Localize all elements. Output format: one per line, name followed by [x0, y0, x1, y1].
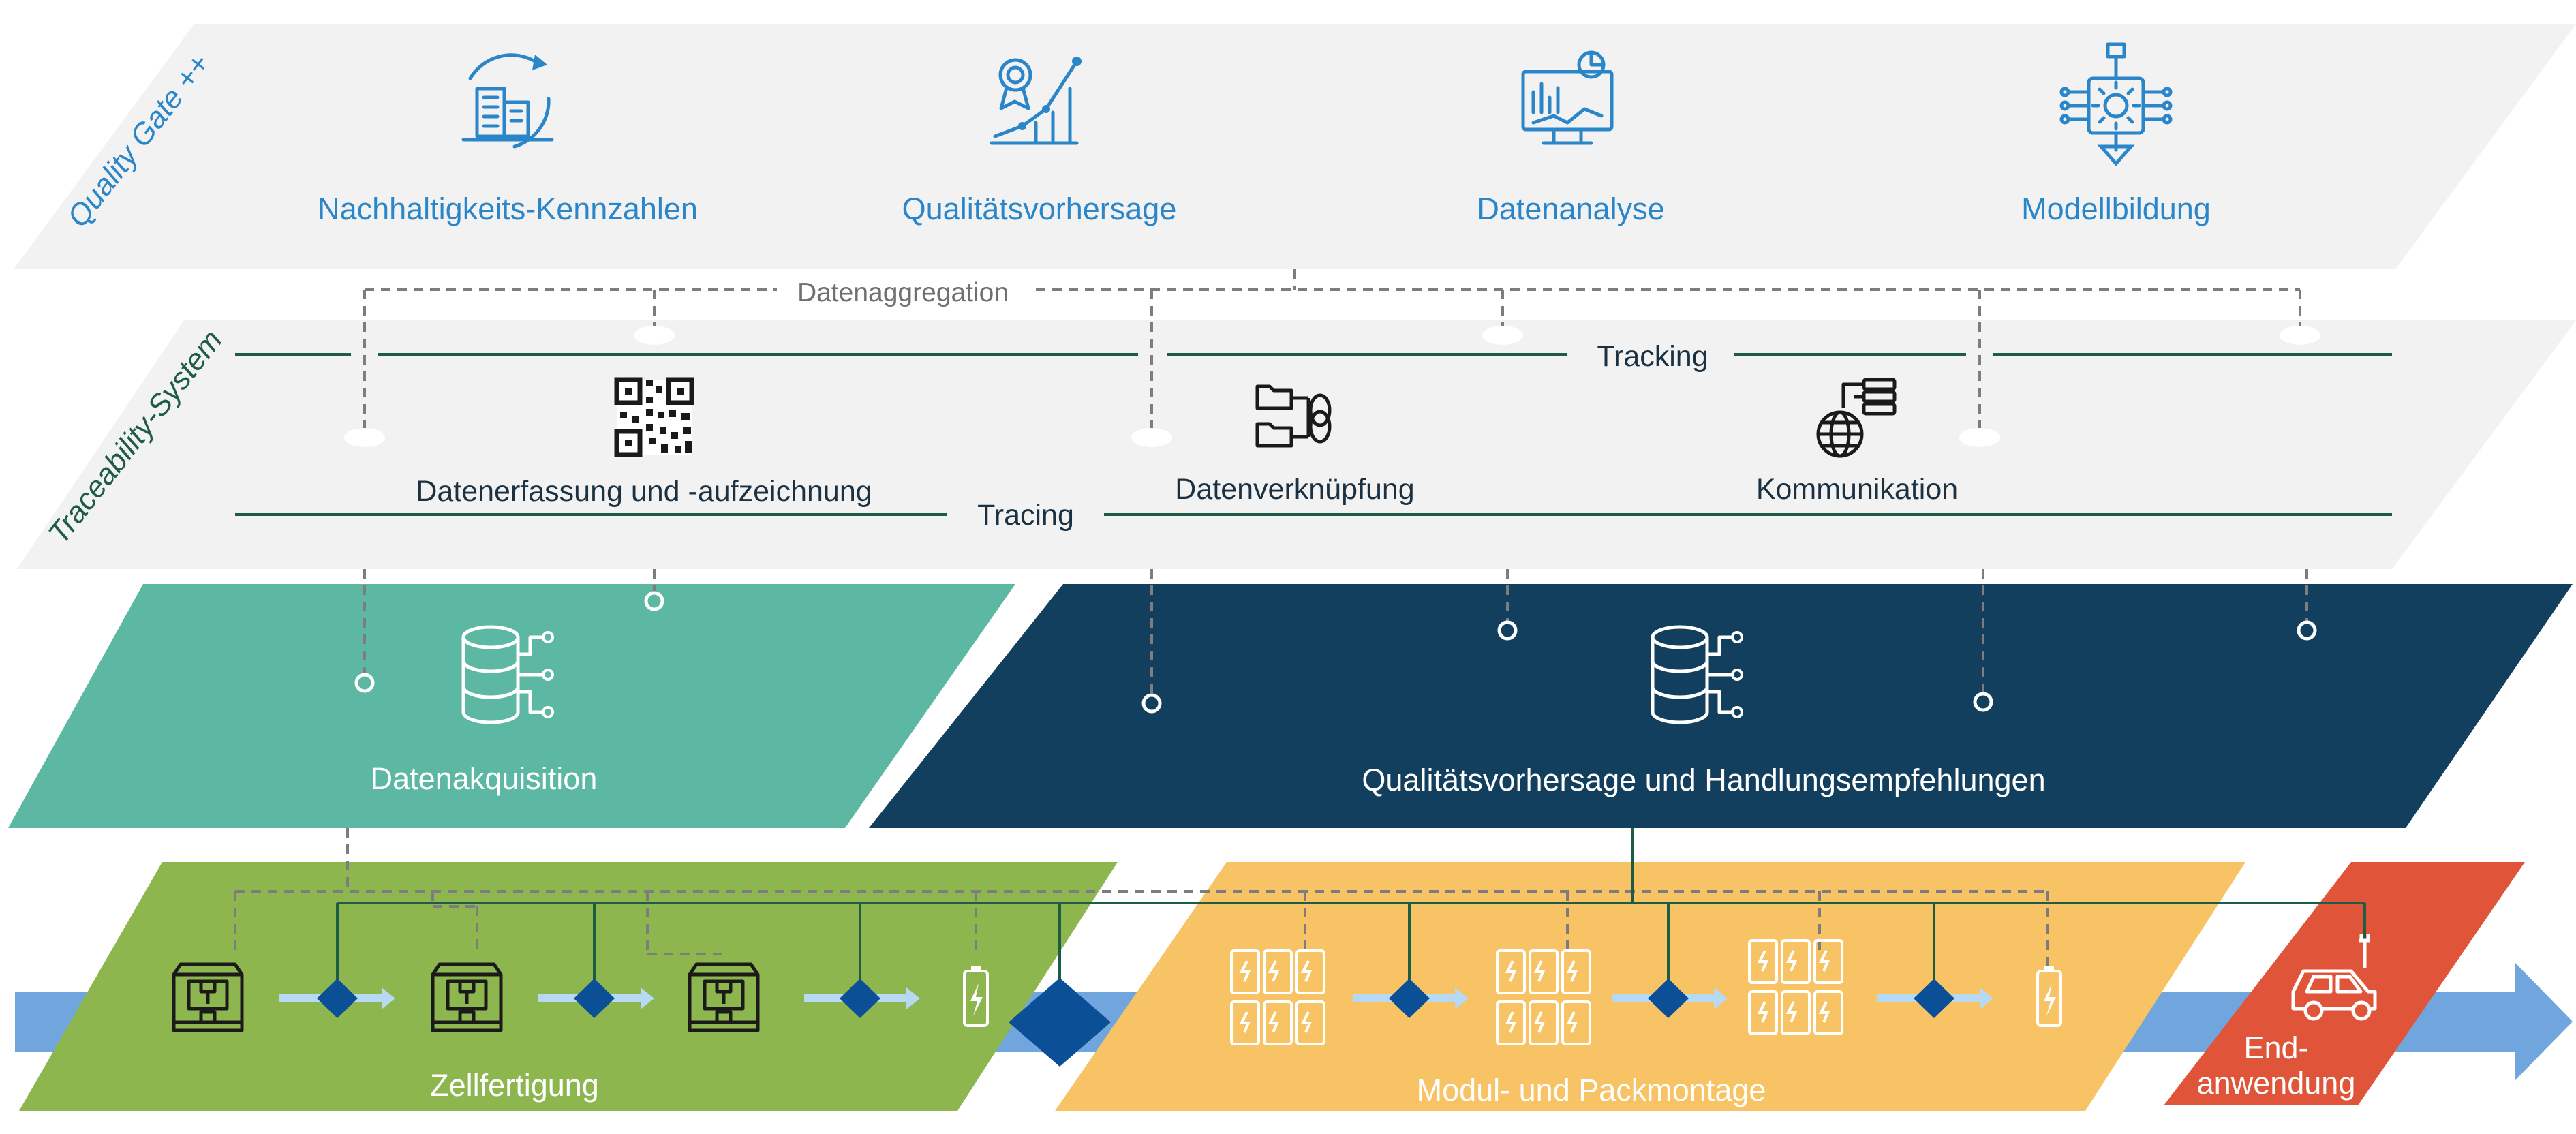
qr-code-icon: [614, 377, 694, 457]
label-nachhaltigkeits-kennzahlen: Nachhaltigkeits-Kennzahlen: [318, 191, 698, 226]
label-datenaggregation: Datenaggregation: [797, 278, 1009, 307]
production-machine-icon: [172, 962, 244, 1032]
electric-car-icon: [2291, 934, 2377, 1021]
sustainability-building-icon: [461, 53, 554, 149]
production-machine-icon: [688, 962, 760, 1032]
production-machine-icon: [431, 962, 503, 1032]
quality-check-diamonds: [317, 978, 1954, 1067]
quality-check-diamond: [1389, 979, 1430, 1018]
quality-check-diamond: [840, 979, 880, 1018]
production-link-network: [234, 828, 2366, 988]
traceability-panel: [17, 320, 2576, 569]
quality-check-diamond: [1914, 979, 1954, 1018]
quality-gate-diamond: [1009, 978, 1111, 1067]
label-tracing: Tracing: [977, 499, 1074, 532]
module-pack-panel: [1055, 862, 2245, 1111]
battery-cell-icon: [2036, 966, 2062, 1027]
quality-check-diamond: [317, 979, 358, 1018]
label-datenakquisition: Datenakquisition: [371, 761, 598, 796]
label-kommunikation: Kommunikation: [1756, 473, 1958, 506]
label-modellbildung: Modellbildung: [2021, 191, 2211, 226]
label-modul-packmontage: Modul- und Packmontage: [1417, 1073, 1766, 1107]
battery-cell-icon: [963, 966, 989, 1027]
label-tracking: Tracking: [1597, 340, 1708, 373]
linked-folders-icon: [1255, 384, 1332, 448]
globe-server-icon: [1816, 378, 1897, 458]
label-zellfertigung: Zellfertigung: [430, 1068, 599, 1103]
quality-growth-chart-icon: [990, 57, 1082, 145]
label-qualitaetsvorhersage: Qualitätsvorhersage: [902, 191, 1177, 226]
database-icon: [461, 625, 554, 724]
analytics-monitor-icon: [1521, 50, 1614, 145]
database-icon: [1651, 625, 1743, 724]
model-chip-icon: [2059, 42, 2173, 166]
battery-pack-icon: [1748, 939, 1843, 1035]
battery-module-icon: [1496, 949, 1591, 1045]
quality-check-diamond: [1648, 979, 1689, 1018]
quality-check-diamond: [574, 979, 615, 1018]
aggregation-network: [344, 269, 2320, 714]
label-datenerfassung: Datenerfassung und -aufzeichnung: [416, 475, 872, 508]
quality-gate-panel: [14, 24, 2576, 269]
data-acquisition-panel: [8, 584, 1015, 828]
battery-module-icon: [1230, 949, 1325, 1045]
label-datenverknuepfung: Datenverknüpfung: [1175, 473, 1414, 506]
cell-production-panel: [19, 862, 1118, 1111]
label-datenanalyse: Datenanalyse: [1477, 191, 1664, 226]
end-use-panel: [2164, 862, 2525, 1105]
label-endanwendung-1: End-: [2243, 1030, 2308, 1065]
label-qualitaetsvorhersage-handlungsempfehlungen: Qualitätsvorhersage und Handlungsempfehl…: [1362, 763, 2045, 797]
label-endanwendung-2: anwendung: [2197, 1066, 2356, 1101]
